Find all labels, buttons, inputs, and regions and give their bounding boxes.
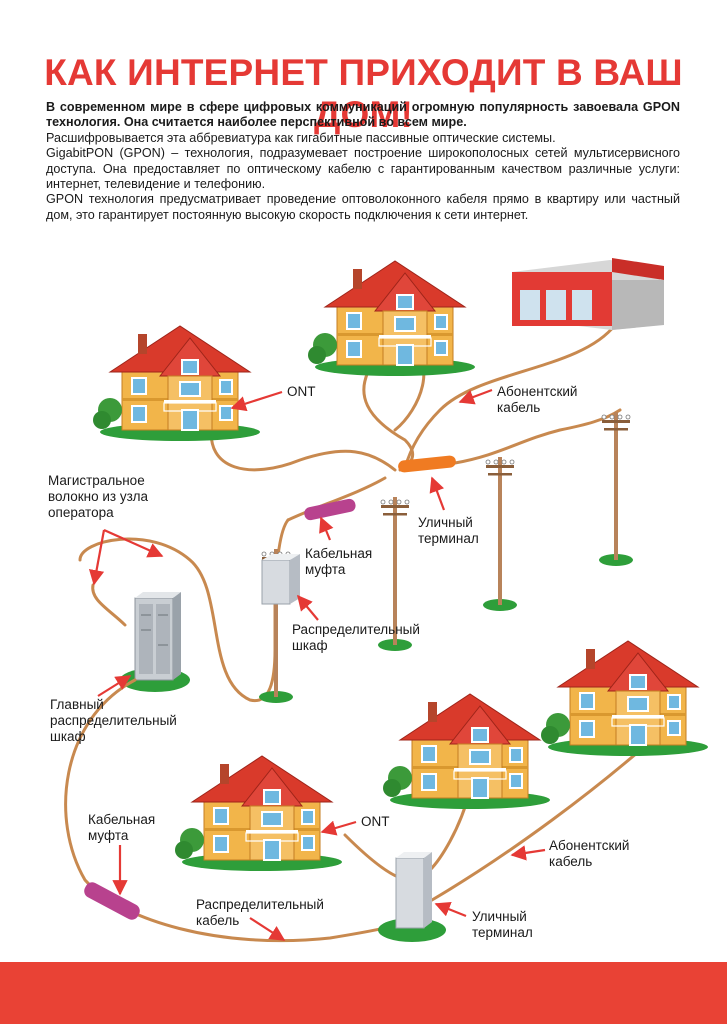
page-title: КАК ИНТЕРНЕТ ПРИХОДИТ В ВАШ ДОМ! xyxy=(44,52,683,135)
arrow-distribution-cabinet xyxy=(297,594,319,621)
label-main-cabinet: Главный распределительный шкаф xyxy=(50,697,177,744)
label-cable-coupling-top: Кабельная муфта xyxy=(305,546,373,577)
street-terminal-top xyxy=(398,455,456,473)
arrow-street-terminal-bottom xyxy=(434,901,467,918)
label-subscriber-cable-bottom: Абонентский кабель xyxy=(549,838,630,869)
footer-bar xyxy=(0,962,727,1024)
arrow-distribution-cable xyxy=(249,917,286,941)
label-subscriber-cable-top: Абонентский кабель xyxy=(497,384,578,415)
cable-house1-to-street-terminal xyxy=(209,423,397,472)
label-street-terminal-bottom: Уличный терминал xyxy=(472,909,533,940)
pole-4 xyxy=(598,411,634,567)
intro-paragraph-3: GPON технология предусматривает проведен… xyxy=(46,192,680,222)
house-bottom-left xyxy=(174,755,343,872)
cable-coupling-bottom xyxy=(84,882,140,920)
label-ont-bottom: ONT xyxy=(361,814,390,829)
label-ont-top: ONT xyxy=(287,384,316,399)
house-bottom-right xyxy=(540,640,709,757)
intro-paragraph-1: Расшифровывается эта аббревиатура как ги… xyxy=(46,130,556,145)
cable-coupling-segment xyxy=(286,476,387,522)
intro-paragraph-2: GigabitPON (GPON) – технология, подразум… xyxy=(46,146,680,192)
pole-3 xyxy=(482,456,518,612)
callout-arrows xyxy=(88,388,546,941)
label-cable-coupling-bottom: Кабельная муфта xyxy=(88,812,156,843)
street-terminal-bottom xyxy=(378,852,446,942)
label-trunk-fiber: Магистральное волокно из узла оператора xyxy=(48,473,149,520)
trunk-fiber-left-end xyxy=(91,583,127,627)
arrow-ont-top xyxy=(230,390,283,412)
label-distribution-cable: Распределительный кабель xyxy=(196,897,324,928)
intro-bold-paragraph: В современном мире в сфере цифровых комм… xyxy=(46,100,680,130)
arrow-trunk-fiber-2 xyxy=(103,528,164,558)
house-top-left xyxy=(92,325,261,442)
house-bottom-mid xyxy=(382,693,551,810)
main-distribution-cabinet xyxy=(120,592,190,692)
arrow-trunk-fiber-1 xyxy=(88,529,106,586)
arrow-main-cabinet xyxy=(97,675,132,697)
label-distribution-cabinet: Распределительный шкаф xyxy=(292,622,420,653)
arrow-ont-bottom xyxy=(320,820,357,836)
arrow-subscriber-cable-bottom xyxy=(510,845,546,861)
house-top-center xyxy=(307,260,476,377)
cable-coupling-top xyxy=(304,498,356,521)
arrow-subscriber-cable-top xyxy=(458,388,493,405)
distribution-cabinet xyxy=(261,554,300,605)
store-building xyxy=(512,258,664,330)
label-street-terminal-top: Уличный терминал xyxy=(418,515,479,546)
arrow-street-terminal-top xyxy=(429,476,446,511)
arrow-coupling-top xyxy=(319,516,334,541)
cable-terminal-to-poles-right xyxy=(453,408,622,465)
cable-house2-to-street-terminal xyxy=(362,358,415,472)
intro-text: В современном мире в сфере цифровых комм… xyxy=(46,100,680,223)
